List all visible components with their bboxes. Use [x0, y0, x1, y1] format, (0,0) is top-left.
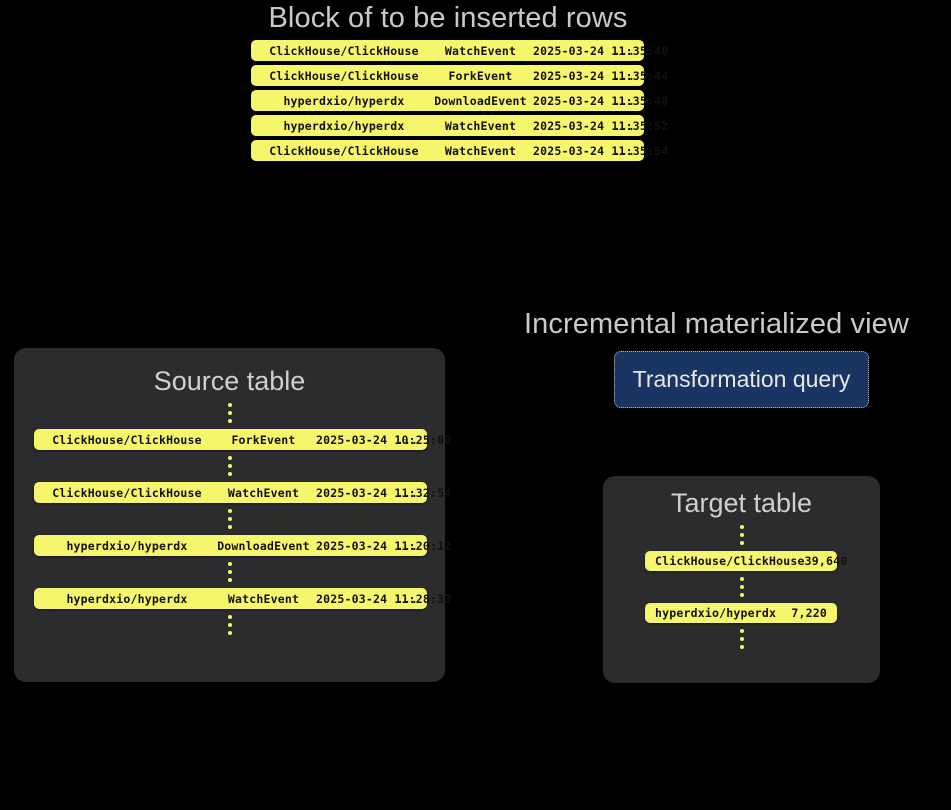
row-timestamp: 2025-03-24 10:25:00 [316, 432, 452, 447]
row-ellipsis-dots [14, 562, 445, 582]
block-row: ClickHouse/ClickHouse ForkEvent 2025-03-… [251, 65, 669, 86]
target-table-rows: ClickHouse/ClickHouse 39,640 hyperdxio/h… [603, 525, 880, 649]
row-more: ... [396, 432, 418, 447]
row-ellipsis-dots [603, 577, 880, 597]
row-event: WatchEvent [227, 485, 300, 500]
row-event: WatchEvent [444, 118, 517, 133]
incremental-materialized-view-title: Incremental materialized view [524, 308, 909, 340]
row-ellipsis-dots [603, 525, 880, 545]
block-row: hyperdxio/hyperdx DownloadEvent 2025-03-… [251, 90, 669, 111]
row-event: WatchEvent [227, 591, 300, 606]
row-repo: hyperdxio/hyperdx [66, 538, 188, 553]
row-timestamp: 2025-03-24 11:28:32 [316, 591, 452, 606]
row-event: WatchEvent [444, 43, 517, 58]
row-timestamp: 2025-03-24 11:35:52 [533, 118, 669, 133]
row-count: 7,220 [791, 606, 827, 620]
row-timestamp: 2025-03-24 11:35:40 [533, 43, 669, 58]
row-more: ... [613, 93, 635, 108]
transformation-query-label: Transformation query [632, 366, 851, 392]
row-timestamp: 2025-03-24 11:32:54 [316, 485, 452, 500]
row-repo: ClickHouse/ClickHouse [52, 432, 202, 447]
block-row: ClickHouse/ClickHouse WatchEvent 2025-03… [251, 40, 669, 61]
row-ellipsis-dots [14, 615, 445, 635]
row-event: DownloadEvent [217, 538, 310, 553]
block-of-inserted-rows: ClickHouse/ClickHouse WatchEvent 2025-03… [251, 40, 669, 165]
row-more: ... [613, 68, 635, 83]
row-more: ... [396, 591, 418, 606]
row-repo: hyperdxio/hyperdx [655, 606, 777, 620]
row-more: ... [613, 143, 635, 158]
block-row: hyperdxio/hyperdx WatchEvent 2025-03-24 … [251, 115, 669, 136]
row-repo: ClickHouse/ClickHouse [52, 485, 202, 500]
row-timestamp: 2025-03-24 11:35:54 [533, 143, 669, 158]
block-row: ClickHouse/ClickHouse WatchEvent 2025-03… [251, 140, 669, 161]
row-more: ... [613, 43, 635, 58]
row-timestamp: 2025-03-24 11:35:44 [533, 68, 669, 83]
row-event: WatchEvent [444, 143, 517, 158]
block-of-rows-title: Block of to be inserted rows [268, 2, 628, 34]
transformation-query-box[interactable]: Transformation query [614, 351, 869, 408]
row-more: ... [396, 485, 418, 500]
table-row: hyperdxio/hyperdx 7,220 [645, 603, 837, 623]
table-row: hyperdxio/hyperdx WatchEvent 2025-03-24 … [34, 588, 452, 609]
row-timestamp: 2025-03-24 11:20:12 [316, 538, 452, 553]
row-more: ... [396, 538, 418, 553]
row-repo: ClickHouse/ClickHouse [269, 143, 419, 158]
row-more: ... [613, 118, 635, 133]
source-table-title: Source table [153, 366, 306, 396]
row-repo: hyperdxio/hyperdx [66, 591, 188, 606]
row-event: ForkEvent [231, 432, 296, 447]
row-event: DownloadEvent [434, 93, 527, 108]
source-table-panel: Source table ClickHouse/ClickHouse ForkE… [14, 348, 452, 682]
row-count: 39,640 [804, 554, 848, 568]
table-row: hyperdxio/hyperdx DownloadEvent 2025-03-… [34, 535, 452, 556]
table-row: ClickHouse/ClickHouse 39,640 [645, 551, 847, 571]
row-ellipsis-dots [14, 509, 445, 529]
row-repo: hyperdxio/hyperdx [283, 118, 405, 133]
row-timestamp: 2025-03-24 11:35:48 [533, 93, 669, 108]
row-ellipsis-dots [14, 456, 445, 476]
target-table-panel: Target table ClickHouse/ClickHouse 39,64… [603, 476, 880, 683]
row-repo: ClickHouse/ClickHouse [269, 43, 419, 58]
table-row: ClickHouse/ClickHouse WatchEvent 2025-03… [34, 482, 452, 503]
row-repo: ClickHouse/ClickHouse [655, 554, 805, 568]
row-repo: hyperdxio/hyperdx [283, 93, 405, 108]
source-table-rows: ClickHouse/ClickHouse ForkEvent 2025-03-… [14, 403, 452, 635]
row-ellipsis-dots [603, 629, 880, 649]
target-table-title: Target table [670, 488, 813, 518]
table-row: ClickHouse/ClickHouse ForkEvent 2025-03-… [34, 429, 452, 450]
row-repo: ClickHouse/ClickHouse [269, 68, 419, 83]
row-event: ForkEvent [448, 68, 513, 83]
row-ellipsis-dots [14, 403, 445, 423]
